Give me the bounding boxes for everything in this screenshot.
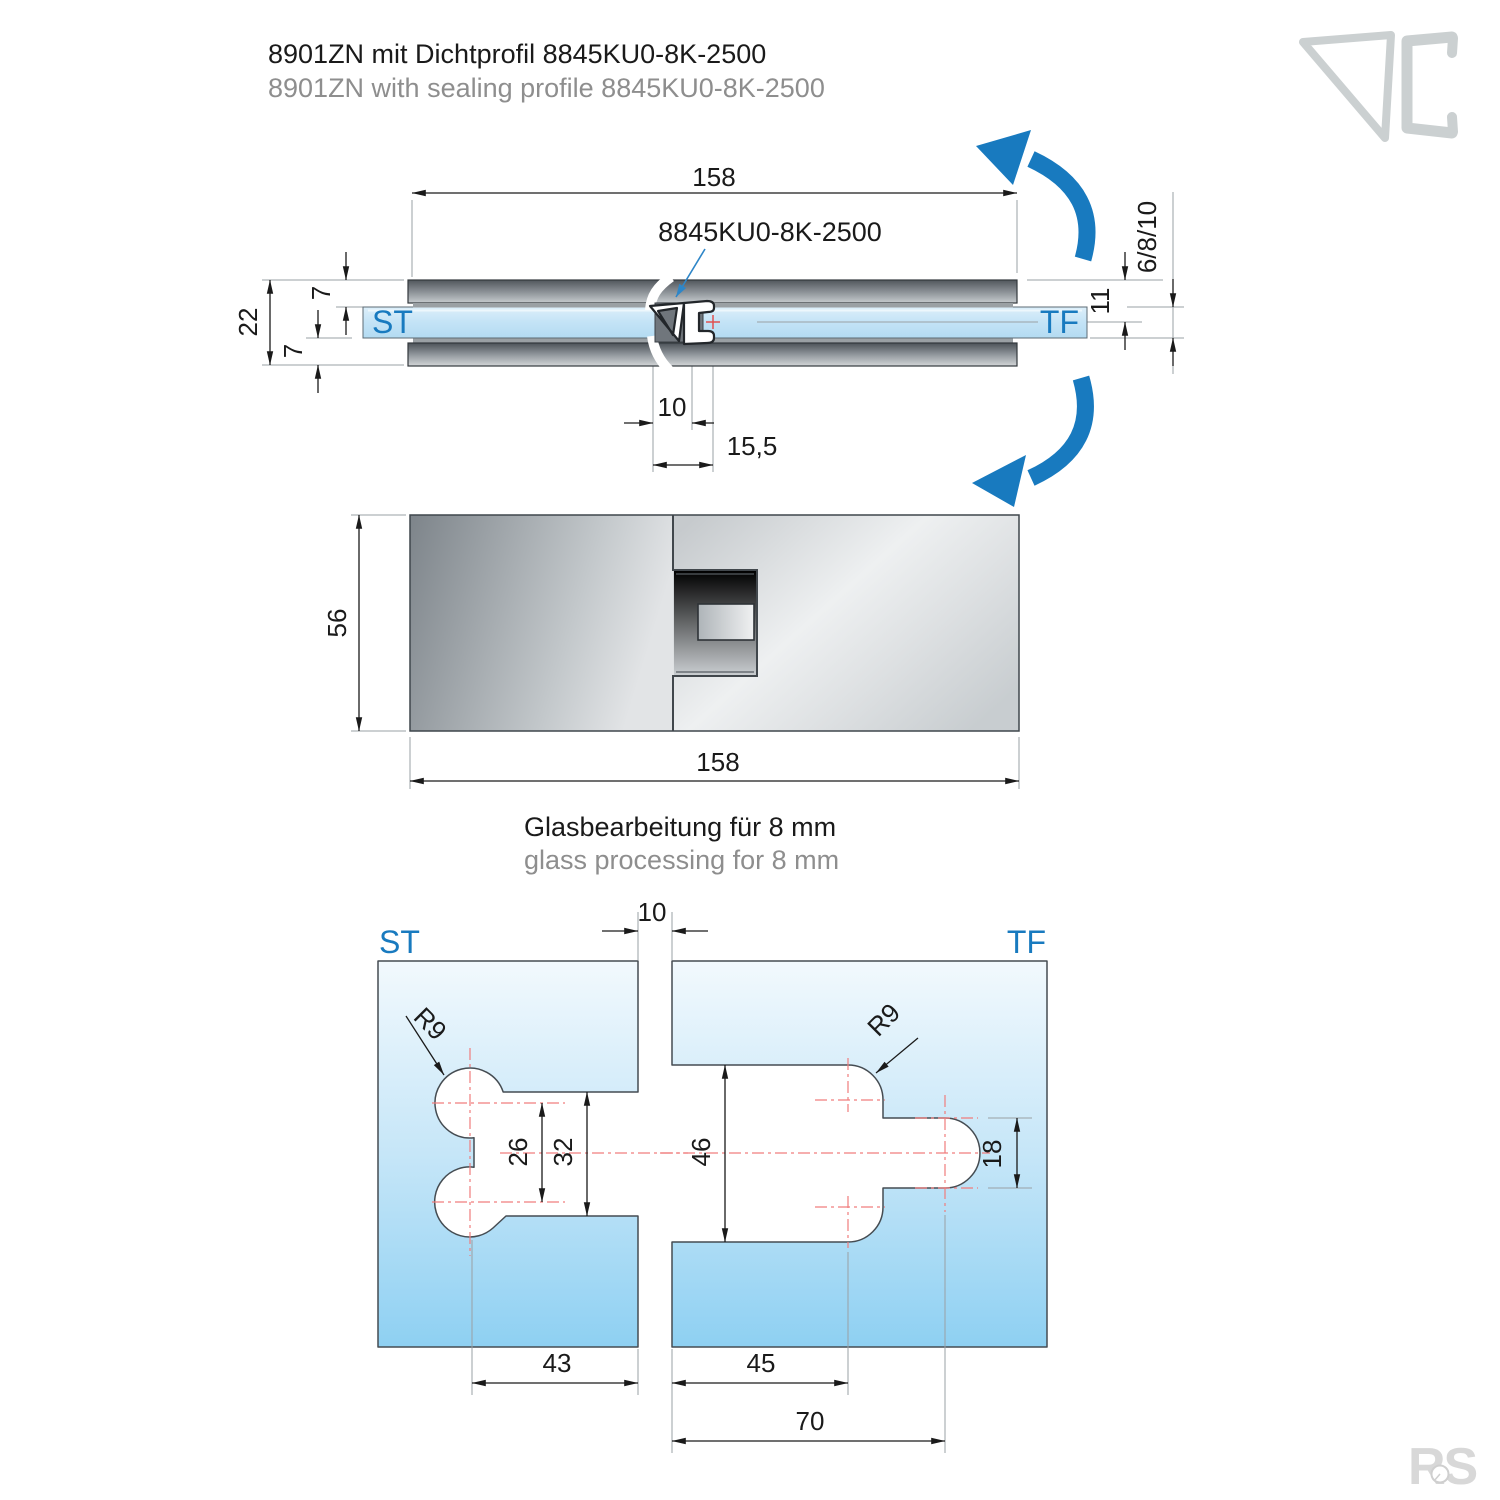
logo-watermark: RS: [1408, 1438, 1479, 1496]
top-view: ST TF 158 22 7 7 10 15,5 11 6/8/10 8845K…: [233, 130, 1184, 507]
rotation-arrow-bottom-head: [972, 455, 1026, 507]
dim-11: 11: [1085, 288, 1115, 315]
sealing-profile-icon: [1299, 31, 1458, 142]
front-outline: [409, 514, 1020, 732]
dim-43: 43: [543, 1348, 572, 1378]
front-view: 56 158: [322, 514, 1020, 789]
front-seam: [672, 515, 758, 731]
dim-46: 46: [686, 1138, 716, 1167]
rotation-arrow-top-arc: [1027, 151, 1096, 262]
rotation-arrows: [972, 130, 1096, 507]
dim-10: 10: [658, 392, 687, 422]
gasket-channel: [682, 299, 716, 346]
glass-title-english: glass processing for 8 mm: [524, 845, 839, 875]
title-english: 8901ZN with sealing profile 8845KU0-8K-2…: [268, 73, 825, 103]
dim-26: 26: [503, 1138, 533, 1167]
dim-7-top: 7: [306, 286, 336, 300]
dim-155: 15,5: [727, 431, 778, 461]
panel-label-tf: TF: [1007, 924, 1046, 960]
glass-label-st: ST: [372, 304, 413, 340]
dim-22: 22: [233, 308, 263, 337]
logo-circle-spoke: [1433, 1473, 1441, 1482]
dim-56: 56: [322, 609, 352, 638]
glass-processing: Glasbearbeitung für 8 mm glass processin…: [377, 812, 1048, 1453]
profile-icon-hook-bottom: [1447, 112, 1458, 137]
panel-label-st: ST: [379, 924, 420, 960]
plate-gap-bottom: [647, 335, 673, 374]
dim-158: 158: [692, 162, 735, 192]
panel-st: [377, 960, 639, 1348]
rotation-arrow-bottom-arc: [1027, 375, 1094, 486]
hinge-plate-bottom: [407, 342, 1018, 367]
profile-icon-hook-top: [1447, 33, 1458, 58]
profile-callout-leader: [675, 248, 706, 298]
dim-18: 18: [977, 1140, 1007, 1169]
dim-gap-10: 10: [638, 897, 667, 927]
leader-r9-tf: [875, 1037, 919, 1074]
panel-tf: [671, 960, 1048, 1348]
gasket-wedge: [648, 301, 686, 343]
rotation-arrow-top-head: [976, 130, 1031, 185]
profile-callout-label: 8845KU0-8K-2500: [658, 217, 882, 247]
front-pin-cover: [697, 603, 755, 641]
dim-70: 70: [796, 1406, 825, 1436]
dim-7-bottom: 7: [278, 344, 308, 358]
dim-45: 45: [747, 1348, 776, 1378]
dim-158b: 158: [696, 747, 739, 777]
glass-title-german: Glasbearbeitung für 8 mm: [524, 812, 836, 842]
dim-32: 32: [548, 1138, 578, 1167]
glass-label-tf: TF: [1040, 304, 1079, 340]
front-plate-left: [410, 515, 673, 731]
dim-glass-thickness: 6/8/10: [1132, 201, 1162, 273]
leader-r9-st: [405, 1015, 445, 1076]
title-german: 8901ZN mit Dichtprofil 8845KU0-8K-2500: [268, 39, 766, 69]
profile-icon-wedge: [1299, 31, 1395, 142]
hinge-plate-top: [407, 279, 1018, 304]
profile-icon-channel: [1401, 31, 1458, 139]
